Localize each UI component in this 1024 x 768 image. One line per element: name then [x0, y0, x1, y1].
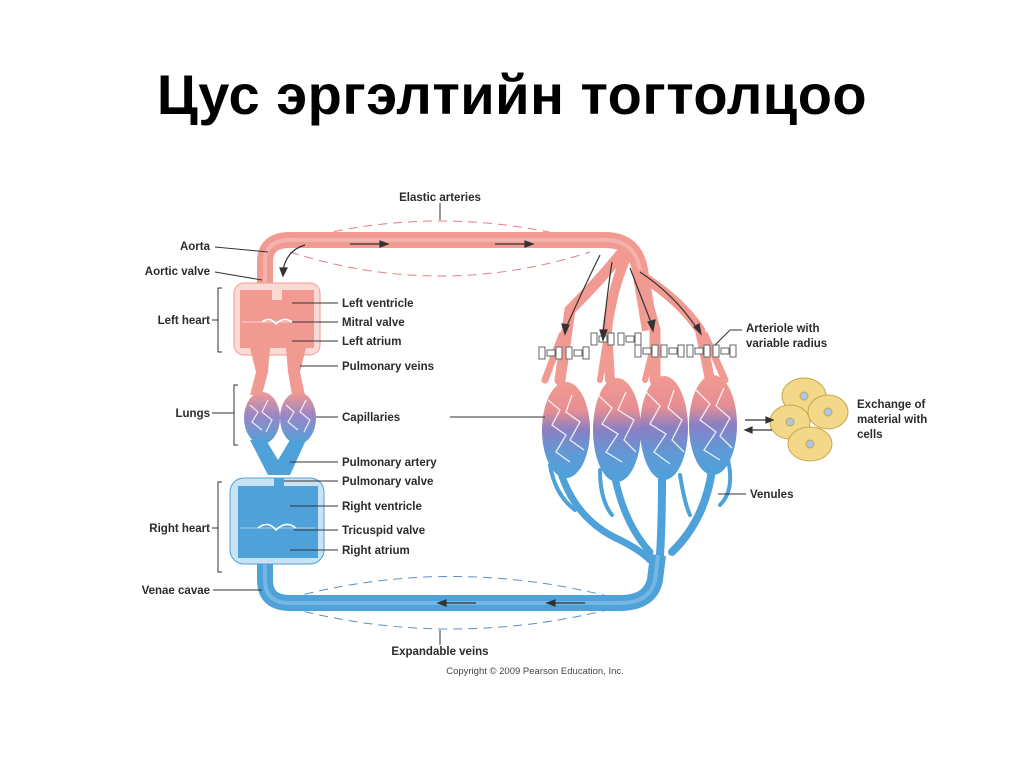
- label-arteriole-line2: variable radius: [746, 338, 827, 350]
- flow-arrows: [279, 240, 702, 607]
- label-pulmonary-valve: Pulmonary valve: [342, 476, 433, 488]
- label-venules: Venules: [750, 489, 793, 501]
- label-pulmonary-veins: Pulmonary veins: [342, 361, 434, 373]
- leader-lines: [212, 203, 746, 645]
- label-pulmonary-artery: Pulmonary artery: [342, 457, 437, 469]
- label-exchange-line3: cells: [857, 429, 883, 441]
- label-arteriole-line1: Arteriole with: [746, 323, 819, 335]
- lung-capillaries: [244, 392, 316, 444]
- label-aorta: Aorta: [180, 241, 211, 253]
- pulmonary-veins-vessel: [250, 348, 306, 395]
- exchange-arrows: [743, 416, 775, 434]
- venule-branches: [548, 458, 733, 564]
- label-mitral-valve: Mitral valve: [342, 317, 405, 329]
- left-heart: [233, 282, 321, 356]
- label-right-atrium: Right atrium: [342, 545, 410, 557]
- label-left-heart: Left heart: [158, 315, 211, 327]
- label-right-ventricle: Right ventricle: [342, 501, 422, 513]
- label-left-ventricle: Left ventricle: [342, 298, 414, 310]
- label-right-heart: Right heart: [149, 523, 210, 535]
- arteriole-markers: [538, 332, 737, 360]
- label-exchange-line2: material with: [857, 414, 927, 426]
- label-exchange-line1: Exchange of: [857, 399, 926, 411]
- label-expandable-veins: Expandable veins: [391, 646, 488, 658]
- elastic-arteries-outline: [289, 220, 591, 277]
- slide-title: Цус эргэлтийн тогтолцоо: [156, 63, 868, 126]
- label-tricuspid-valve: Tricuspid valve: [342, 525, 425, 537]
- right-heart: [229, 477, 325, 565]
- aorta-vessel: [257, 232, 658, 332]
- copyright-notice: Copyright © 2009 Pearson Education, Inc.: [446, 666, 624, 677]
- tissue-cells: [769, 377, 849, 462]
- arterial-branches: [541, 249, 729, 386]
- label-aortic-valve: Aortic valve: [145, 266, 210, 278]
- pulmonary-artery-vessel: [250, 440, 306, 475]
- venae-cavae-vessel: [257, 554, 666, 611]
- label-capillaries: Capillaries: [342, 412, 400, 424]
- label-elastic-arteries: Elastic arteries: [399, 192, 481, 204]
- label-left-atrium: Left atrium: [342, 336, 401, 348]
- label-lungs: Lungs: [176, 408, 211, 420]
- label-venae-cavae: Venae cavae: [142, 585, 210, 597]
- systemic-capillary-beds: [542, 375, 737, 482]
